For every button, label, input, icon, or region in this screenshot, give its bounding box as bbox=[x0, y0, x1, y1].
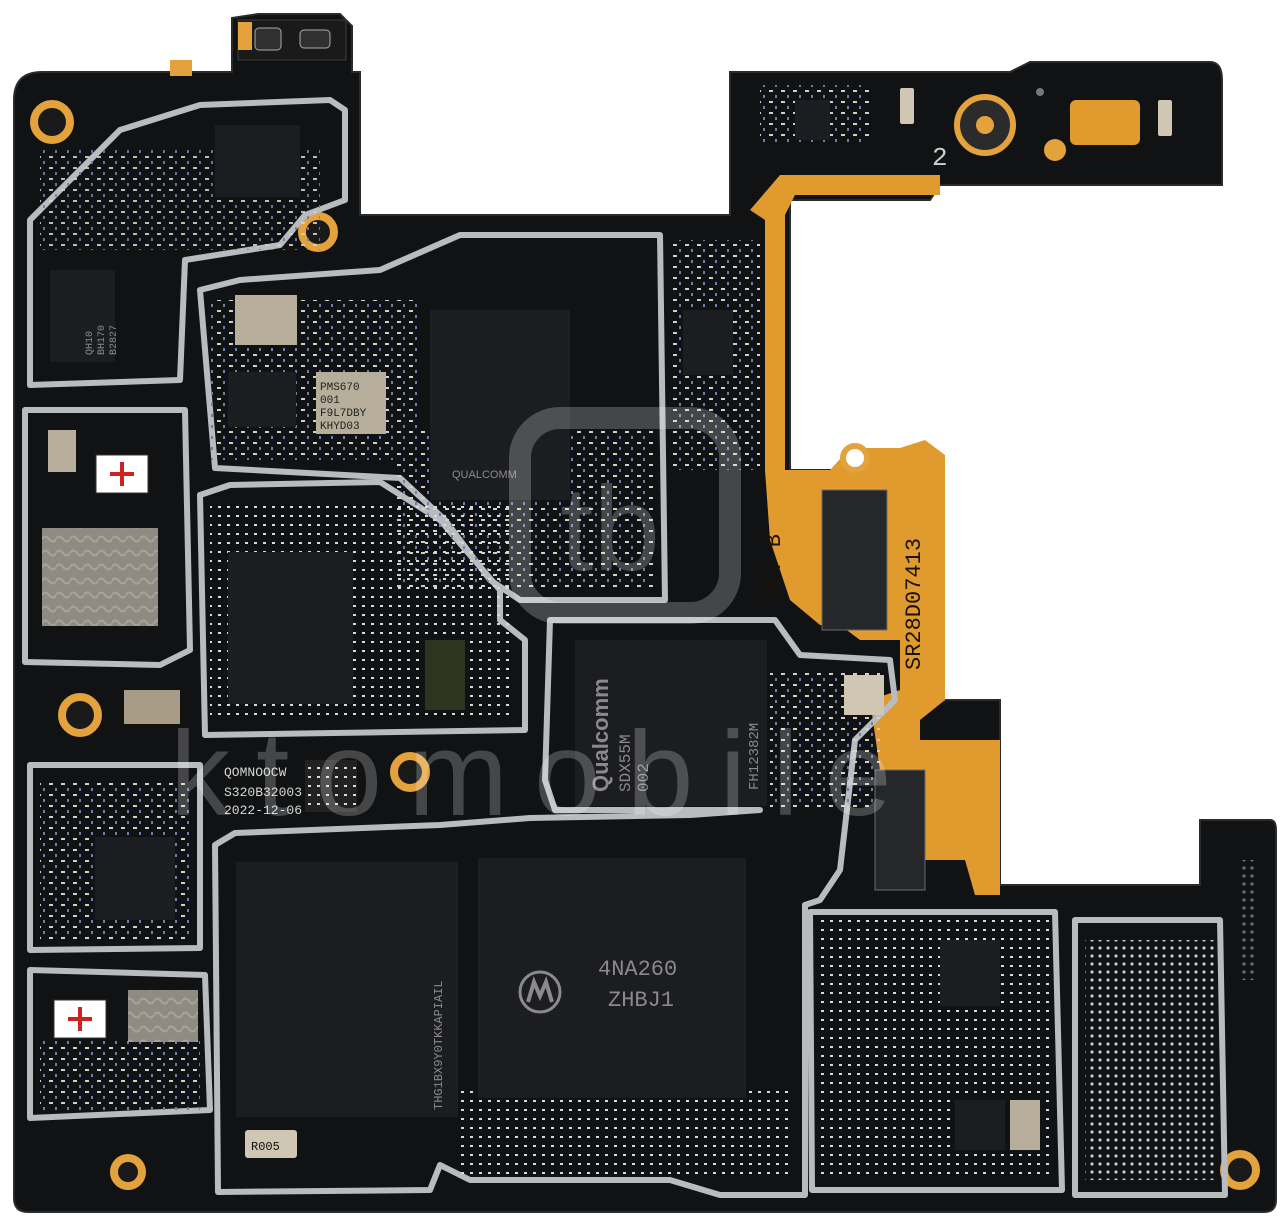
storage-marking: THG1BX9Y0TKKAPIAIL bbox=[432, 980, 446, 1110]
data-matrix-icon bbox=[305, 760, 357, 812]
connector-index: 2 bbox=[932, 143, 948, 173]
ics bbox=[42, 125, 1256, 1158]
modem-side-code: FH12382M bbox=[747, 723, 763, 790]
rev-label: REV B bbox=[762, 534, 787, 600]
watermark-text: ktomobile bbox=[170, 707, 918, 841]
small-pmic-line-3: B2827 bbox=[109, 325, 120, 355]
watermark: tb ktomobile bbox=[170, 407, 918, 841]
soc-brand: QUALCOMM bbox=[452, 469, 517, 481]
chip-markings: QUALCOMM PMS670 001 F9L7DBY KHYD03 4NA26… bbox=[320, 382, 677, 1013]
pmic-line-1: PMS670 bbox=[320, 382, 360, 394]
ram-line-2: ZHBJ1 bbox=[608, 988, 674, 1013]
pmic-line-3: F9L7DBY bbox=[320, 408, 367, 420]
modem-brand: Qualcomm bbox=[588, 678, 613, 792]
marking-s320: S320B32003 bbox=[224, 785, 302, 800]
top-sensor bbox=[170, 19, 347, 76]
small-pmic-line-1: QH10 bbox=[85, 331, 96, 355]
ram-line-1: 4NA260 bbox=[598, 957, 677, 982]
top-right-strip bbox=[760, 85, 1172, 161]
modem-line3: 002 bbox=[635, 763, 653, 792]
watermark-logo: tb bbox=[560, 462, 660, 596]
mounting-hole-icon bbox=[840, 443, 870, 473]
pmic-line-2: 001 bbox=[320, 395, 340, 407]
shield-frames bbox=[22, 97, 1228, 1198]
pmic-line-4: KHYD03 bbox=[320, 421, 360, 433]
resistor-label: R005 bbox=[251, 1140, 280, 1154]
small-pmic-marking: QH10 BH170 B2827 bbox=[85, 325, 120, 355]
part-number: SR28D07413 bbox=[902, 538, 927, 670]
modem-model: SDX55M bbox=[617, 734, 635, 792]
small-pmic-line-2: BH170 bbox=[97, 325, 108, 355]
marking-qomn: QOMNOOCW bbox=[224, 765, 287, 780]
microchip-logo-icon bbox=[518, 970, 562, 1014]
modem-marking: Qualcomm SDX55M 002 bbox=[588, 678, 653, 792]
silkscreen-labels: QOMNOOCW S320B32003 2022-12-06 R005 2 bbox=[224, 143, 948, 1154]
date-code: 2022-12-06 bbox=[224, 803, 302, 818]
